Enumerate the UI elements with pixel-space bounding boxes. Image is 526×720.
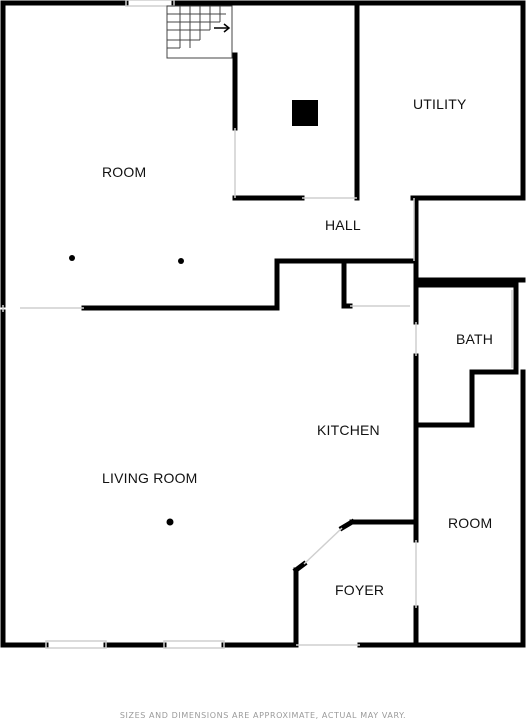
stairs bbox=[166, 5, 233, 59]
room-label-foyer: FOYER bbox=[335, 582, 385, 598]
chimney-block bbox=[292, 100, 318, 126]
ceiling-light-1 bbox=[69, 255, 75, 261]
window-top bbox=[125, 0, 175, 7]
wall-foyer-diag-bottom bbox=[292, 560, 308, 574]
opening-foyer-diag bbox=[303, 527, 343, 565]
window-bottom-left bbox=[45, 640, 107, 649]
openings bbox=[2, 0, 513, 649]
ceiling-light-2 bbox=[178, 258, 184, 264]
window-bottom-mid bbox=[163, 640, 225, 649]
room-label-hall: HALL bbox=[325, 217, 361, 233]
room-label-kitchen: KITCHEN bbox=[317, 422, 380, 438]
room-label-utility: UTILITY bbox=[413, 96, 467, 112]
wall-foyer-diag-top bbox=[338, 518, 356, 532]
room-label-bath: BATH bbox=[456, 331, 494, 347]
room-label-room-upper-left: ROOM bbox=[102, 164, 147, 180]
room-label-room-lower-right: ROOM bbox=[448, 515, 493, 531]
walls bbox=[0, 0, 526, 648]
disclaimer-text: SIZES AND DIMENSIONS ARE APPROXIMATE, AC… bbox=[119, 711, 407, 720]
ceiling-light-3 bbox=[166, 518, 174, 526]
stairs-arrow-head bbox=[223, 23, 231, 33]
room-label-living-room: LIVING ROOM bbox=[102, 470, 198, 486]
